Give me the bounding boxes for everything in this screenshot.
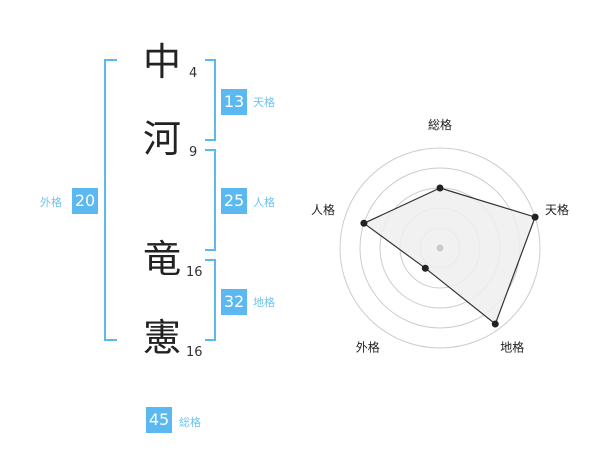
stroke-count-1: 4: [189, 66, 198, 81]
radar-point: [491, 320, 499, 328]
radar-polygon: [362, 187, 536, 325]
chikaku-bracket: [205, 259, 216, 341]
radar-axis-label: 総格: [428, 117, 452, 132]
soukaku-label: 総格: [179, 416, 201, 429]
name-char-4: 憲: [143, 316, 182, 360]
radar-point: [531, 213, 539, 221]
radar-center: [436, 244, 444, 252]
jinkaku-bracket: [205, 149, 216, 251]
radar-axis-label: 外格: [356, 340, 380, 355]
tenkaku-label: 天格: [253, 96, 275, 109]
stroke-count-2: 9: [189, 145, 198, 160]
radar-point: [360, 219, 368, 227]
gaikaku-label: 外格: [40, 196, 62, 209]
radar-axis-label: 地格: [500, 340, 524, 355]
name-char-1: 中: [143, 40, 182, 84]
name-char-2: 河: [143, 117, 182, 161]
radar-axis-label: 人格: [311, 202, 335, 217]
chikaku-label: 地格: [253, 296, 275, 309]
gaikaku-bracket: [104, 59, 117, 341]
gaikaku-value-badge: 20: [72, 188, 98, 214]
radar-point: [421, 264, 429, 272]
tenkaku-value-badge: 13: [221, 89, 247, 115]
chikaku-value-badge: 32: [221, 289, 247, 315]
jinkaku-value-badge: 25: [221, 188, 247, 214]
radar-axis-label: 天格: [545, 202, 569, 217]
radar-ring: [339, 147, 541, 349]
stroke-count-3: 16: [186, 265, 203, 280]
tenkaku-bracket: [205, 59, 216, 141]
name-char-3: 竜: [143, 237, 182, 281]
soukaku-value-badge: 45: [146, 407, 172, 433]
radar-point: [436, 184, 444, 192]
jinkaku-label: 人格: [253, 196, 275, 209]
stroke-count-4: 16: [186, 345, 203, 360]
